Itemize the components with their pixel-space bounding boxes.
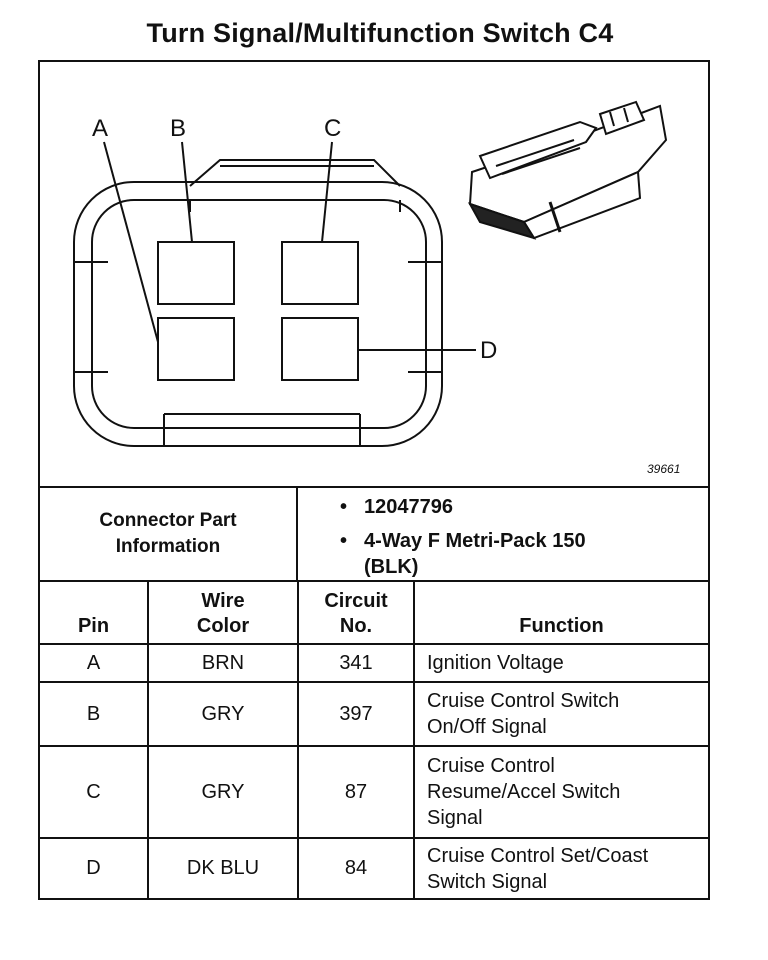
table-row: D DK BLU 84 Cruise Control Set/Coast Swi… bbox=[40, 837, 708, 898]
header-circuit-no: Circuit No. bbox=[297, 582, 415, 645]
terminal-cavity-a bbox=[157, 317, 235, 381]
function-cell: Cruise Control Switch On/Off Signal bbox=[413, 681, 708, 747]
terminal-cavity-b bbox=[157, 241, 235, 305]
page-title: Turn Signal/Multifunction Switch C4 bbox=[146, 18, 614, 48]
pin-label-b: B bbox=[170, 115, 186, 142]
table-row: C GRY 87 Cruise Control Resume/Accel Swi… bbox=[40, 745, 708, 839]
pin-cell: B bbox=[40, 681, 149, 747]
header-wire-color: Wire Color bbox=[147, 582, 299, 645]
pin-label-a: A bbox=[92, 115, 108, 142]
header-function: Function bbox=[413, 582, 708, 645]
connector-info-list: 12047796 4-Way F Metri-Pack 150 (BLK) bbox=[298, 488, 708, 586]
circuit-cell: 397 bbox=[297, 681, 415, 747]
terminal-cavity-d bbox=[281, 317, 359, 381]
function-cell: Ignition Voltage bbox=[413, 643, 708, 683]
pin-cell: A bbox=[40, 643, 149, 683]
connector-housing-inner bbox=[91, 199, 427, 429]
part-number-item: 12047796 bbox=[298, 494, 708, 520]
pin-label-d: D bbox=[480, 337, 497, 364]
function-cell: Cruise Control Resume/Accel Switch Signa… bbox=[413, 745, 708, 839]
figure-number: 39661 bbox=[647, 462, 681, 476]
header-pin: Pin bbox=[40, 582, 149, 645]
table-row: B GRY 397 Cruise Control Switch On/Off S… bbox=[40, 681, 708, 747]
connector-type-item: 4-Way F Metri-Pack 150 (BLK) bbox=[298, 528, 708, 580]
connector-part-info: Connector Part Information 12047796 4-Wa… bbox=[40, 486, 708, 582]
connector-sheet: A B C D 39661 Connector Part Information… bbox=[38, 60, 710, 900]
table-row: A BRN 341 Ignition Voltage bbox=[40, 643, 708, 683]
connector-housing-outer bbox=[73, 181, 443, 447]
circuit-cell: 84 bbox=[297, 837, 415, 898]
pin-cell: D bbox=[40, 837, 149, 898]
wire-color-cell: GRY bbox=[147, 745, 299, 839]
circuit-cell: 87 bbox=[297, 745, 415, 839]
pin-label-c: C bbox=[324, 115, 341, 142]
function-cell: Cruise Control Set/Coast Switch Signal bbox=[413, 837, 708, 898]
connector-face-diagram: A B C D bbox=[73, 100, 668, 447]
table-header-row: Pin Wire Color Circuit No. Function bbox=[40, 582, 708, 645]
connector-isometric-illustration bbox=[467, 100, 668, 240]
wire-color-cell: GRY bbox=[147, 681, 299, 747]
pin-cell: C bbox=[40, 745, 149, 839]
circuit-cell: 341 bbox=[297, 643, 415, 683]
wire-color-cell: BRN bbox=[147, 643, 299, 683]
wire-color-cell: DK BLU bbox=[147, 837, 299, 898]
pin-table: Pin Wire Color Circuit No. Function A BR… bbox=[40, 582, 708, 898]
terminal-cavity-c bbox=[281, 241, 359, 305]
connector-info-label: Connector Part Information bbox=[40, 488, 298, 580]
